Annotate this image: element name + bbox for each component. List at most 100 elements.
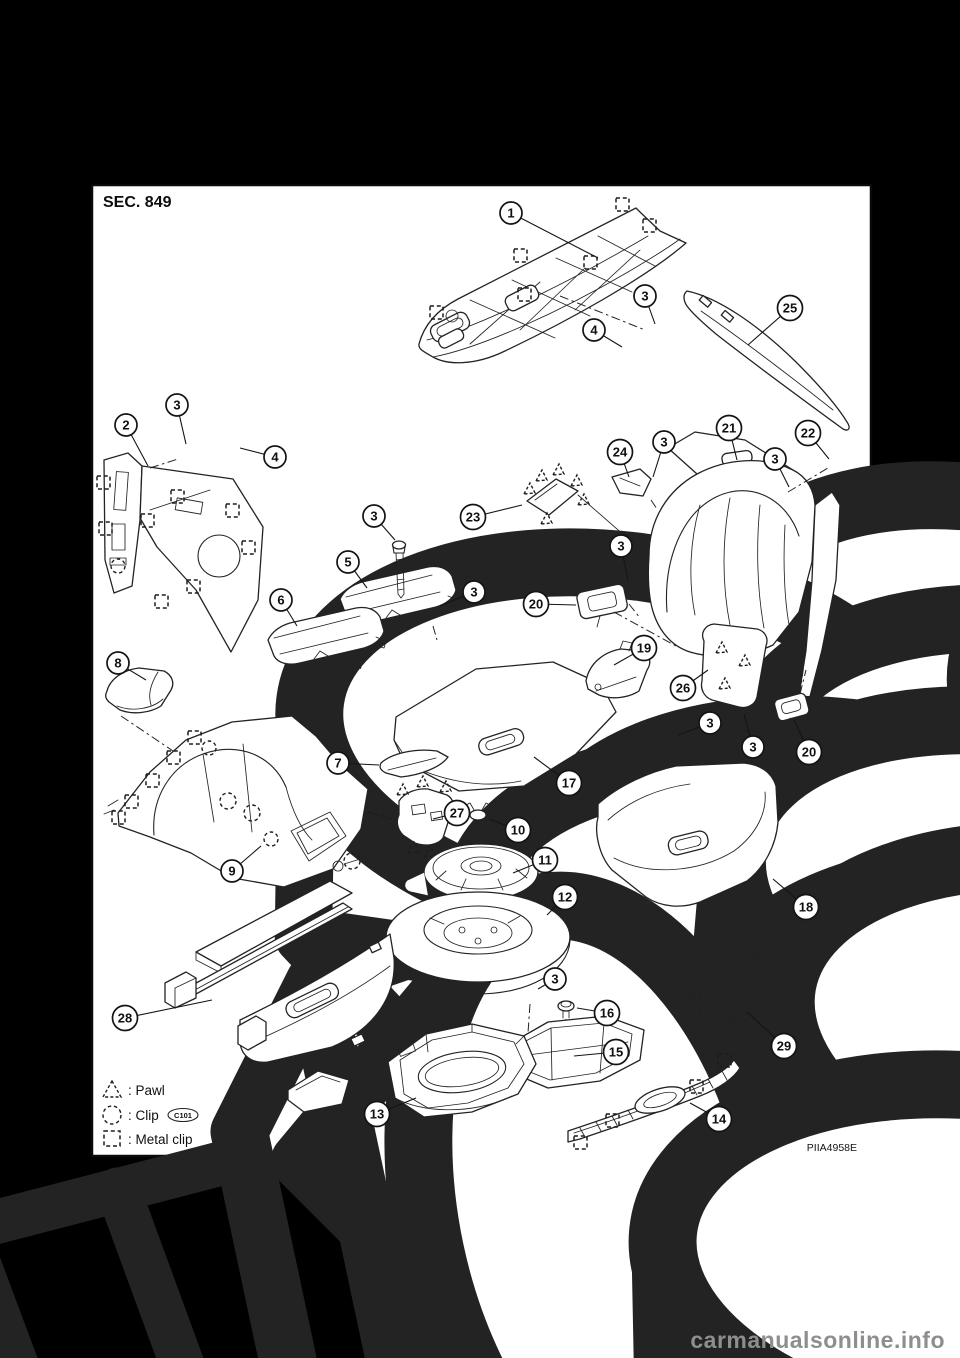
callout-22: 22 (794, 419, 830, 460)
long-screw-fastener (391, 540, 407, 599)
part-small-bracket (611, 468, 652, 497)
callout-3: 3 (439, 580, 486, 607)
callout-27: 27 (432, 799, 471, 827)
section-label: SEC. 849 (103, 194, 172, 211)
svg-text:14: 14 (712, 1112, 727, 1127)
svg-text:29: 29 (777, 1039, 791, 1054)
callout-12: 12 (546, 883, 579, 916)
svg-text:17: 17 (562, 776, 576, 791)
callout-14: 14 (689, 1102, 733, 1133)
part-luggage-hook (576, 583, 677, 647)
svg-text:25: 25 (783, 301, 797, 316)
callout-7: 7 (326, 751, 380, 775)
svg-text:24: 24 (613, 445, 628, 460)
callout-5: 5 (336, 550, 368, 589)
pawl-symbol (101, 1079, 123, 1098)
part-hook-cover (585, 640, 651, 699)
callout-3: 3 (763, 447, 790, 488)
part-c-pillar-trim (96, 452, 264, 653)
part-luggage-hook-2 (773, 669, 810, 729)
metal-clip-symbol (103, 1130, 121, 1147)
svg-text:23: 23 (466, 510, 480, 525)
part-rear-parcel-shelf (418, 197, 687, 364)
callout-3: 3 (362, 504, 396, 541)
part-rear-board (596, 762, 779, 911)
figure-code: PIIA4958E (807, 1142, 857, 1154)
callout-29: 29 (746, 1011, 798, 1060)
svg-text:15: 15 (609, 1045, 623, 1060)
svg-text:11: 11 (538, 853, 552, 868)
callout-24: 24 (606, 438, 634, 478)
callout-20: 20 (522, 590, 577, 618)
svg-text:22: 22 (801, 426, 815, 441)
callout-17: 17 (533, 756, 583, 797)
clip-connector-code: C101 (174, 1111, 192, 1120)
part-spare-tire (385, 891, 571, 995)
svg-text:20: 20 (529, 597, 543, 612)
svg-text:3: 3 (173, 398, 180, 413)
part-spare-wheel-cover (403, 843, 539, 912)
svg-text:3: 3 (370, 509, 377, 524)
svg-text:18: 18 (799, 900, 813, 915)
svg-text:10: 10 (511, 823, 525, 838)
callout-11: 11 (512, 846, 559, 874)
part-pillar-garnish (683, 290, 850, 431)
clip-symbol (102, 1105, 122, 1125)
svg-text:2: 2 (122, 418, 129, 433)
svg-text:12: 12 (558, 890, 572, 905)
svg-text:5: 5 (344, 555, 351, 570)
part-luggage-net (679, 927, 802, 1043)
svg-text:3: 3 (771, 452, 778, 467)
part-foam-tray-main (387, 1023, 537, 1118)
callout-10: 10 (488, 816, 532, 844)
callout-6: 6 (269, 588, 298, 627)
svg-text:3: 3 (551, 972, 558, 987)
callout-2: 2 (114, 413, 149, 467)
callout-3: 3 (652, 430, 676, 478)
part-foam-tray-corner (287, 1070, 350, 1113)
callout-4: 4 (239, 445, 287, 469)
svg-text:9: 9 (228, 864, 235, 879)
part-tonneau-cover (164, 880, 395, 1063)
svg-text:6: 6 (277, 593, 284, 608)
callout-28: 28 (111, 999, 213, 1032)
legend: : Pawl : Clip C101 : Metal clip (101, 1079, 199, 1147)
svg-text:16: 16 (600, 1006, 614, 1021)
callout-16: 16 (576, 999, 621, 1027)
callout-23: 23 (459, 503, 523, 531)
svg-text:8: 8 (114, 656, 121, 671)
svg-text:3: 3 (660, 435, 667, 450)
callout-19: 19 (613, 634, 658, 666)
callout-20: 20 (793, 719, 823, 766)
svg-text:1: 1 (507, 206, 514, 221)
callout-9: 9 (220, 845, 262, 883)
legend-clip-label: : Clip (128, 1108, 159, 1123)
part-luggage-side-finisher-lh (103, 715, 380, 888)
part-luggage-side-finisher-rh (647, 431, 841, 713)
callout-15: 15 (573, 1038, 630, 1066)
svg-text:28: 28 (118, 1011, 132, 1026)
callout-13: 13 (363, 1097, 417, 1128)
part-corner-wedge (379, 749, 449, 778)
callout-8: 8 (106, 651, 147, 681)
svg-text:20: 20 (802, 745, 816, 760)
svg-text:3: 3 (749, 740, 756, 755)
svg-text:7: 7 (334, 756, 341, 771)
callout-3: 3 (677, 711, 722, 736)
svg-text:21: 21 (722, 421, 736, 436)
callout-21: 21 (715, 414, 743, 461)
callout-1: 1 (499, 201, 599, 259)
callout-3: 3 (609, 534, 633, 581)
svg-text:13: 13 (370, 1107, 384, 1122)
callout-3: 3 (537, 967, 567, 991)
svg-text:3: 3 (641, 289, 648, 304)
callout-3: 3 (633, 284, 657, 325)
callout-18: 18 (772, 878, 820, 921)
clip-connector-oval (167, 1107, 199, 1123)
part-pawl-pad (367, 774, 454, 858)
svg-text:3: 3 (470, 585, 477, 600)
svg-text:4: 4 (590, 323, 598, 338)
callout-3: 3 (741, 713, 765, 759)
